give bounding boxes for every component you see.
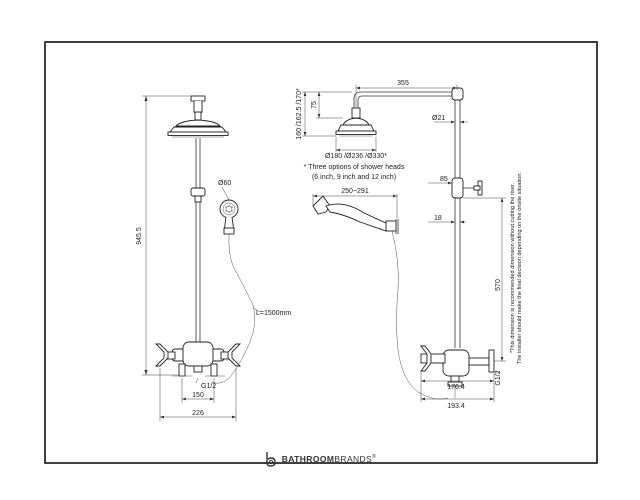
- dim-head-neck: 75: [311, 101, 318, 109]
- dim-overall-height: 945.5: [136, 227, 143, 245]
- head-options-note-2: (6 inch, 9 inch and 12 inch): [312, 174, 396, 181]
- brand-logo: BATHROOMBRANDS®: [0, 447, 640, 471]
- brand-name-regular: BRANDS: [334, 454, 373, 464]
- dim-bracket-projection: 85: [440, 176, 448, 183]
- side-view: [312, 87, 495, 400]
- brand-mark-icon: [266, 452, 276, 467]
- dim-head-diameters: Ø180 /Ø236 /Ø330*: [325, 153, 387, 160]
- valve-side: [442, 349, 470, 377]
- front-view: [154, 95, 256, 384]
- dim-projection-2: 193.4: [447, 403, 465, 410]
- dim-head-drop: 160 /162.5 /170*: [296, 88, 303, 140]
- front-view-dimensions: [142, 95, 261, 421]
- handset-face: [219, 199, 239, 219]
- brand-name-bold: BATHROOM: [281, 454, 335, 464]
- dim-arm-length: 355: [397, 80, 409, 87]
- dim-bracket-offset: 18: [434, 215, 442, 222]
- handset-side: [325, 203, 389, 232]
- dim-overall-width: 226: [192, 410, 204, 417]
- dim-centres: 150: [192, 392, 204, 399]
- installer-note-2: The installer should make the final deci…: [517, 171, 523, 364]
- dim-projection-1: 176.4: [447, 384, 465, 391]
- drawing-frame: [44, 41, 598, 464]
- head-options-note-1: * Three options of shower heads: [304, 164, 405, 171]
- side-view-dimensions: [302, 85, 506, 402]
- dim-hose-length: L=1500mm: [256, 310, 291, 317]
- dim-riser-height: 570: [495, 279, 502, 291]
- dim-holder-reach: 250~291: [341, 188, 369, 195]
- dim-riser-diameter: Ø21: [432, 115, 445, 122]
- brand-name: BATHROOMBRANDS®: [282, 454, 377, 464]
- dim-inlet-thread-right: G1/2: [495, 370, 502, 385]
- dim-inlet-thread-left: G1/2: [201, 383, 216, 390]
- brand-registered-mark: ®: [372, 454, 377, 461]
- installer-note-1: *This dimension is recommended dimension…: [510, 183, 516, 354]
- dim-handset-diameter: Ø60: [218, 180, 231, 187]
